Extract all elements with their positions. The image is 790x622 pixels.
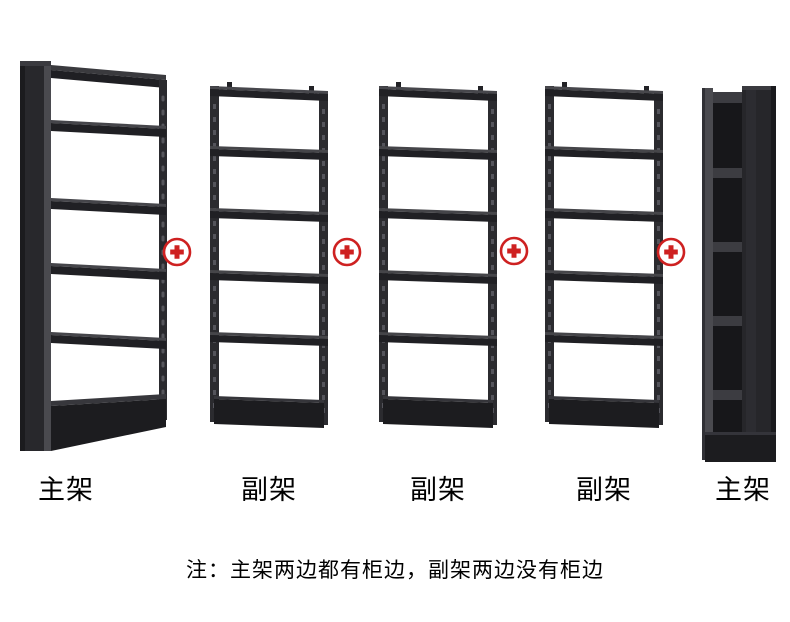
shelf-unit-sub-1 xyxy=(206,82,332,432)
sub-shelf-illustration xyxy=(379,82,497,428)
plus-icon-graphic xyxy=(332,237,362,267)
shelf-unit-sub-3 xyxy=(541,82,667,432)
plus-icon xyxy=(162,237,192,267)
plus-icon xyxy=(332,237,362,267)
sub-shelf-illustration xyxy=(210,82,328,428)
main-shelf-side-illustration xyxy=(702,86,776,462)
shelf-unit-main-right xyxy=(700,84,778,464)
shelf-unit-sub-2 xyxy=(375,82,501,432)
unit-label-sub-3: 副架 xyxy=(576,475,632,505)
unit-label-main-left: 主架 xyxy=(38,475,94,505)
plus-icon xyxy=(656,237,686,267)
plus-icon-graphic xyxy=(656,237,686,267)
main-shelf-illustration xyxy=(20,61,167,451)
note-text: 注：主架两边都有柜边，副架两边没有柜边 xyxy=(186,559,604,582)
plus-icon-graphic xyxy=(499,236,529,266)
shelf-unit-main-left xyxy=(16,55,168,455)
plus-icon-graphic xyxy=(162,237,192,267)
sub-shelf-illustration xyxy=(545,82,663,428)
unit-label-sub-2: 副架 xyxy=(410,475,466,505)
plus-icon xyxy=(499,236,529,266)
unit-label-sub-1: 副架 xyxy=(241,475,297,505)
unit-label-main-right: 主架 xyxy=(715,475,771,505)
